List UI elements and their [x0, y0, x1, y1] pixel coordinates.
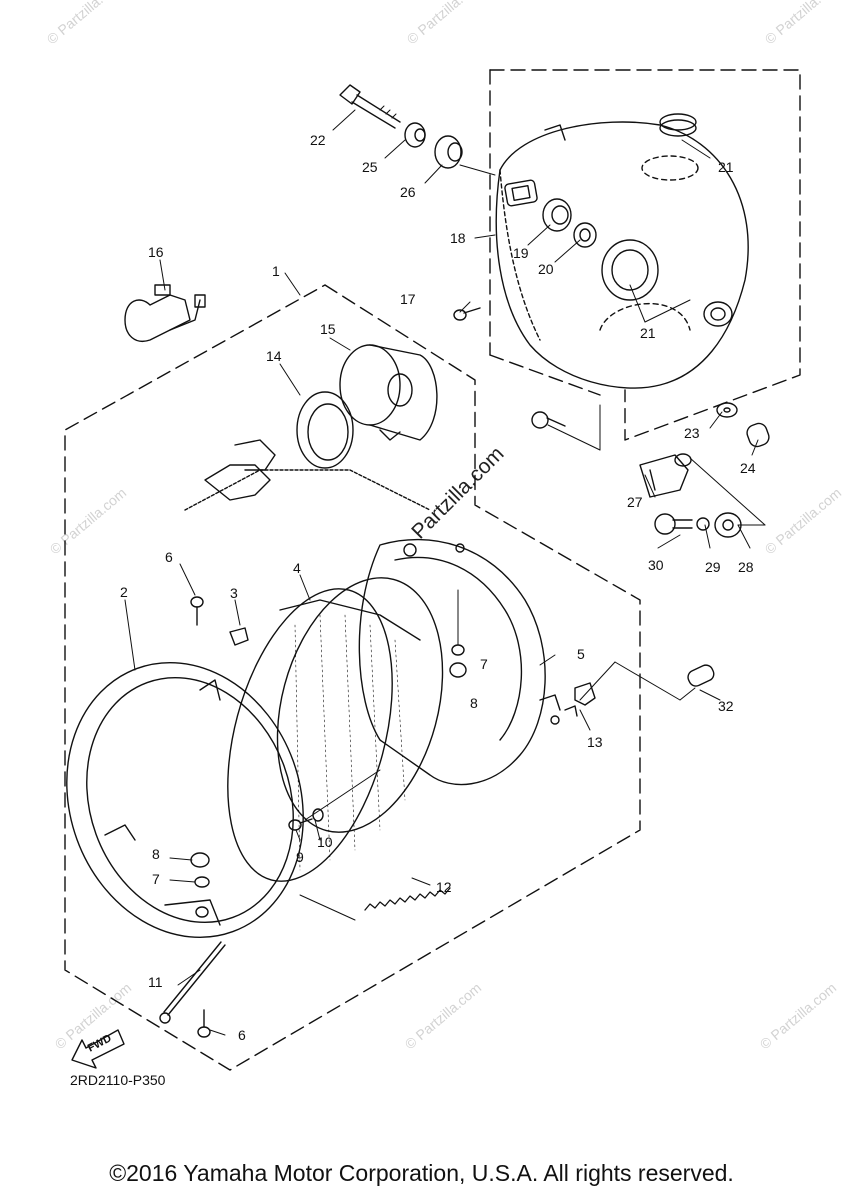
callout-22: 22: [310, 132, 326, 148]
ring-14: [296, 391, 354, 469]
watermark: © Partzilla.com: [757, 979, 840, 1052]
callout-30: 30: [648, 557, 664, 573]
callout-7-right: 7: [480, 656, 488, 672]
callout-29: 29: [705, 559, 721, 575]
grommets: [542, 198, 597, 248]
callout-28: 28: [738, 559, 754, 575]
diagram-code: 2RD2110-P350: [70, 1072, 166, 1088]
watermark: © Partzilla.com: [762, 0, 843, 47]
callout-21-lower: 21: [640, 325, 656, 341]
callout-8-left: 8: [152, 846, 160, 862]
washer-collar: [716, 402, 770, 448]
assembly-outlines: [64, 69, 801, 1071]
bracket-3: [229, 627, 249, 646]
callout-5: 5: [577, 646, 585, 662]
screw-17: [453, 307, 481, 321]
callout-23: 23: [684, 425, 700, 441]
callout-11: 11: [148, 974, 163, 990]
mount-bolt-set: [339, 84, 463, 169]
callout-20: 20: [538, 261, 554, 277]
callout-21-top: 21: [718, 159, 734, 175]
nuts-left: [190, 852, 210, 918]
callout-7-left: 7: [152, 871, 160, 887]
watermark: © Partzilla.com: [762, 484, 843, 557]
watermark: © Partzilla.com: [47, 484, 130, 557]
callout-17: 17: [400, 291, 416, 307]
callout-32: 32: [718, 698, 734, 714]
callout-3: 3: [230, 585, 238, 601]
diagram-drawing: © Partzilla.com © Partzilla.com © Partzi…: [44, 0, 843, 1071]
callout-9: 9: [296, 849, 304, 865]
inner-bulb: [184, 439, 431, 511]
bracket-27: [639, 453, 692, 498]
callout-1: 1: [272, 263, 280, 279]
lens-unit: [227, 577, 444, 882]
nuts-right: [449, 644, 467, 678]
spring-12: [364, 887, 451, 911]
callout-19: 19: [513, 245, 529, 261]
callout-2: 2: [120, 584, 128, 600]
center-bolt: [531, 411, 566, 429]
socket-15: [339, 344, 438, 441]
screws-6: [190, 596, 211, 1038]
callouts: 1 2 3 4 5 6 6 7 7 8 8 9 10 11 12 13 14 1…: [120, 132, 756, 1043]
callout-4: 4: [293, 560, 301, 576]
frame-5: [358, 538, 561, 786]
watermark: © Partzilla.com: [402, 979, 485, 1052]
collar-32: [687, 664, 715, 687]
screw-11: [159, 941, 226, 1024]
callout-18: 18: [450, 230, 466, 246]
screw-9-washer-10: [288, 808, 324, 831]
center-watermark: Partzilla.com: [407, 442, 508, 543]
callout-12: 12: [436, 879, 452, 895]
headlight-housing: [495, 121, 749, 389]
watermark: © Partzilla.com: [404, 0, 487, 47]
bracket-13: [564, 682, 596, 717]
bolt-set-lower: [654, 512, 742, 538]
headlight-rim: [66, 661, 304, 939]
bulb-16: [124, 284, 206, 342]
cap-21: [659, 113, 697, 137]
callout-6-top: 6: [165, 549, 173, 565]
callout-26: 26: [400, 184, 416, 200]
watermark: © Partzilla.com: [44, 0, 127, 47]
callout-24: 24: [740, 460, 756, 476]
callout-8-right: 8: [470, 695, 478, 711]
callout-14: 14: [266, 348, 282, 364]
callout-15: 15: [320, 321, 336, 337]
copyright-notice: ©2016 Yamaha Motor Corporation, U.S.A. A…: [109, 1160, 734, 1186]
callout-10: 10: [317, 834, 333, 850]
callout-25: 25: [362, 159, 378, 175]
callout-16: 16: [148, 244, 164, 260]
callout-6-bottom: 6: [238, 1027, 246, 1043]
leader-lines: [124, 109, 766, 1036]
callout-13: 13: [587, 734, 603, 750]
callout-27: 27: [627, 494, 643, 510]
